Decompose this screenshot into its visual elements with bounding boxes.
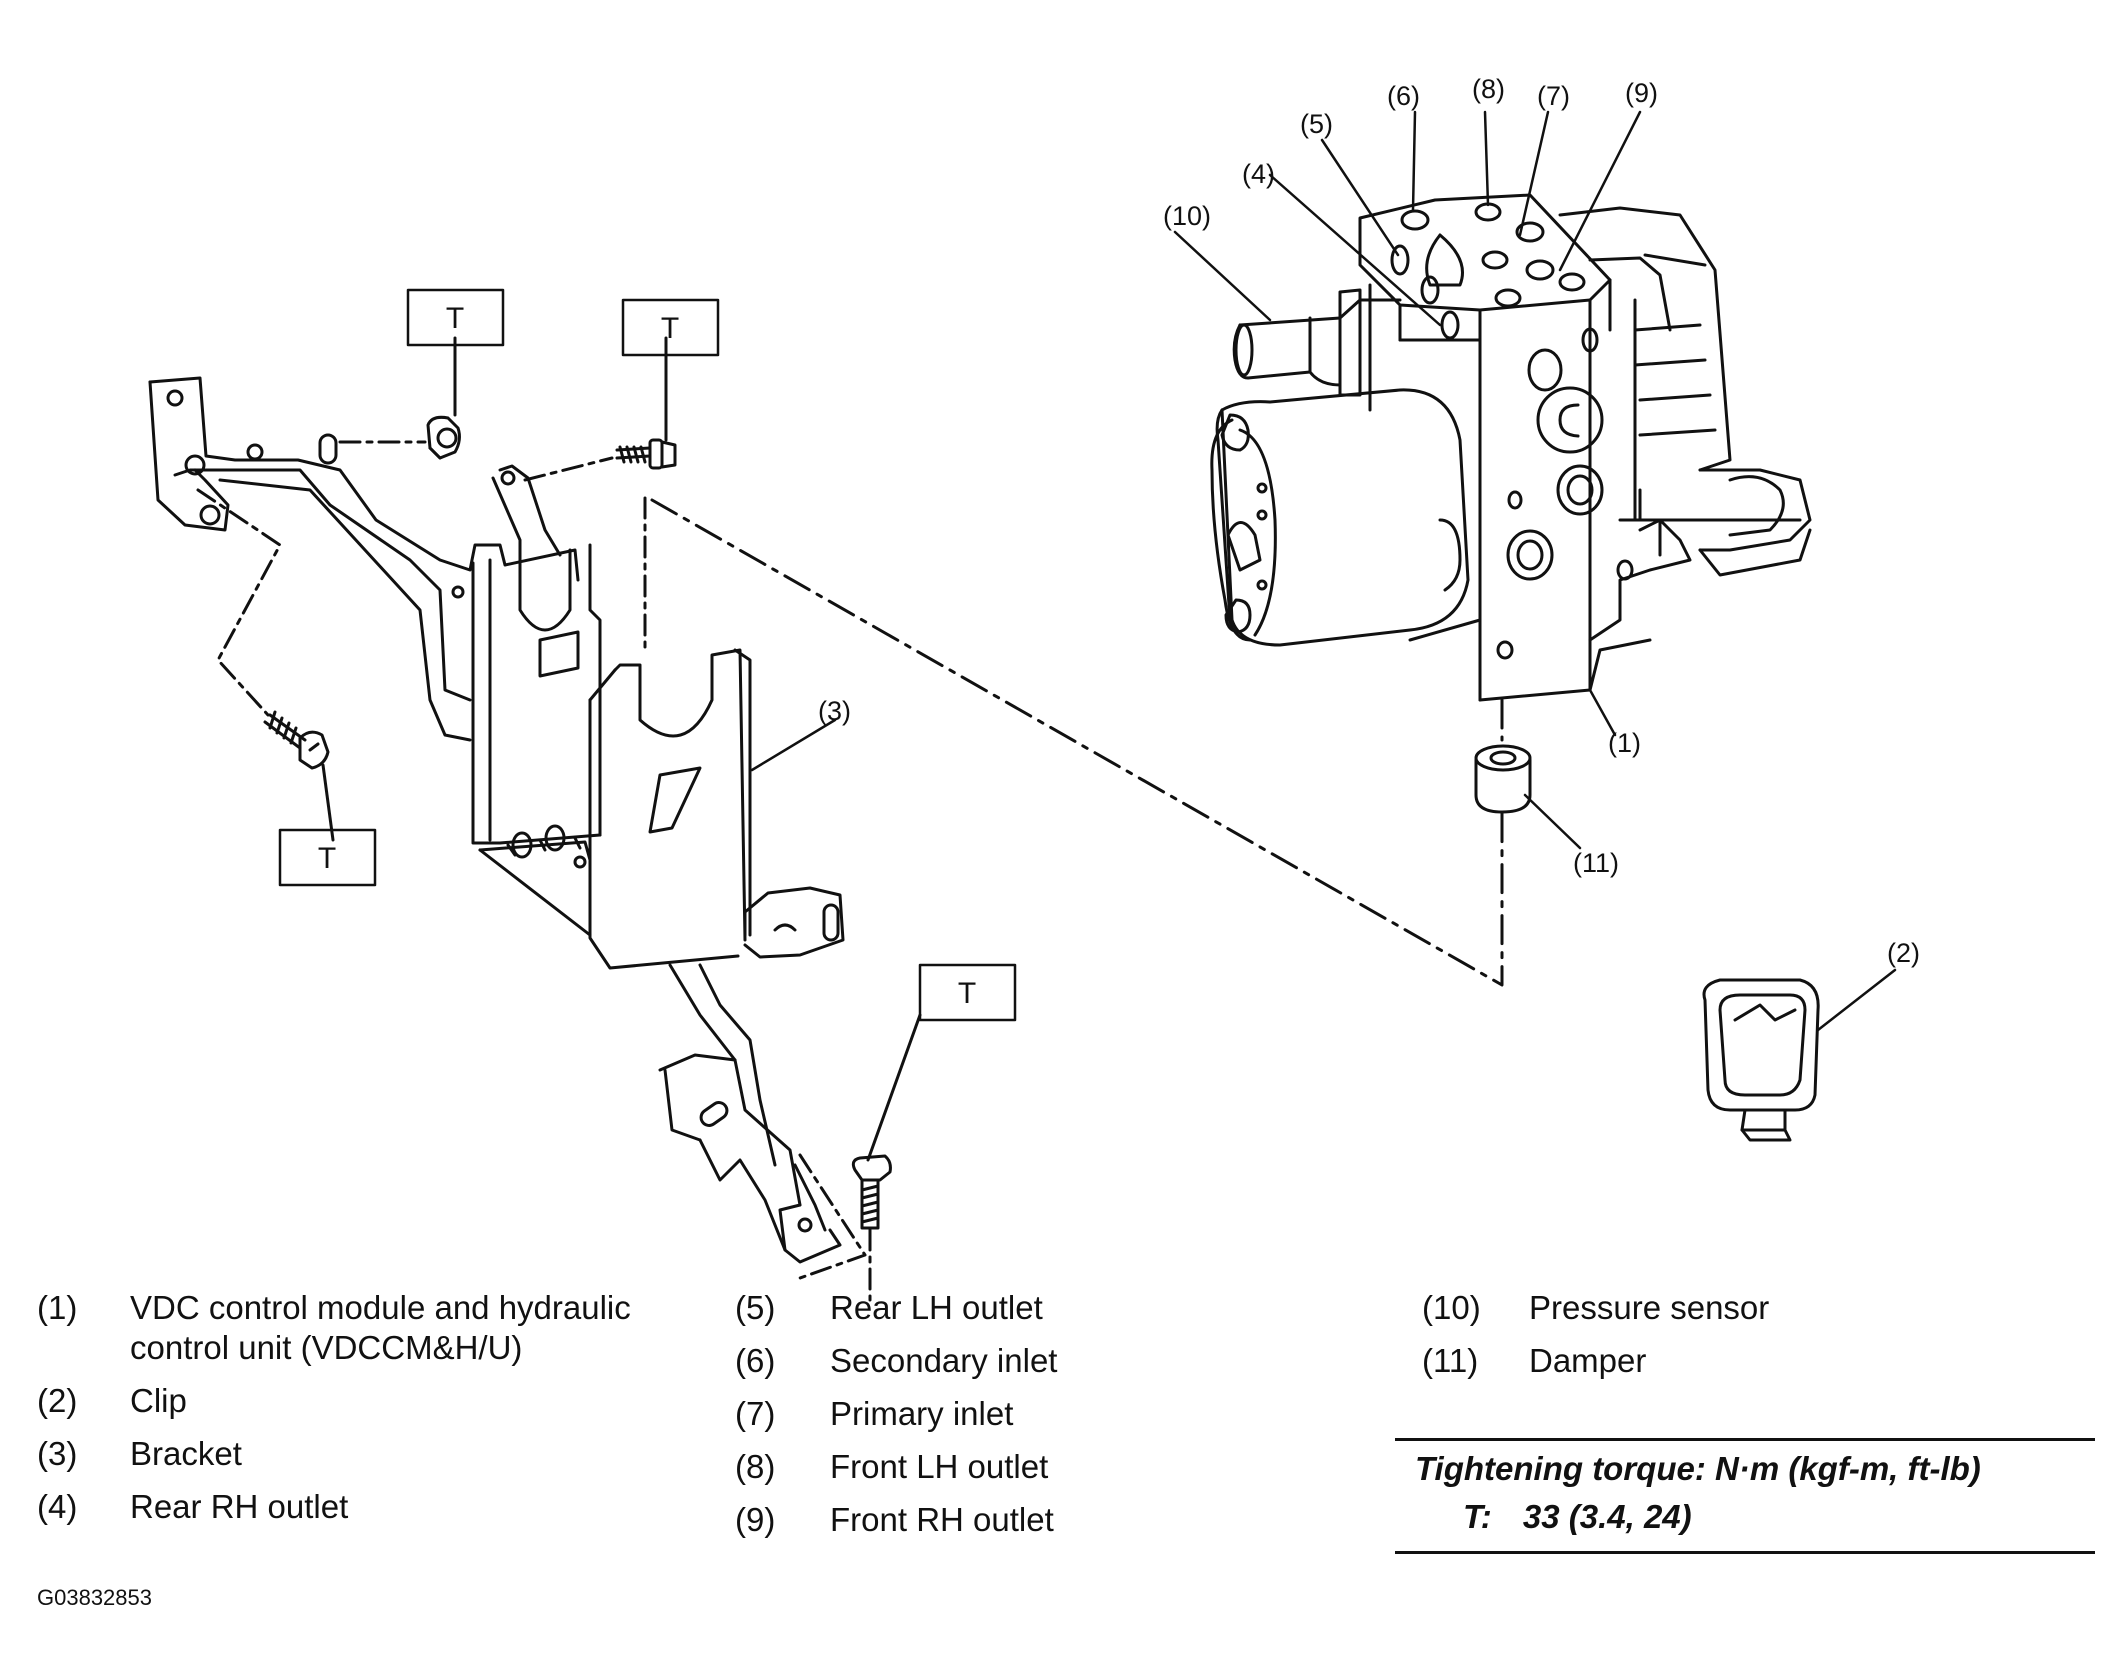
callout-5: (5) (1300, 109, 1333, 139)
nut-drawing (338, 336, 461, 460)
legend-text: Front LH outlet (830, 1448, 1049, 1485)
legend-text: Damper (1529, 1342, 1647, 1379)
callout-11: (11) (1573, 848, 1619, 878)
legend-number: (5) (735, 1289, 776, 1326)
torque-boxes (278, 288, 1017, 1022)
torque-rule-bottom (1395, 1551, 2095, 1554)
callout-8: (8) (1472, 74, 1505, 104)
legend-text: VDC control module and hydraulic control… (130, 1289, 631, 1366)
legend-item: (6) Secondary inlet (735, 1341, 1295, 1381)
legend-text: Front RH outlet (830, 1501, 1054, 1538)
torque-box-label: T (318, 842, 336, 875)
legend-column-3: (10) Pressure sensor (11) Damper (1422, 1288, 2022, 1394)
legend-item: (7) Primary inlet (735, 1394, 1295, 1434)
figure-id: G03832853 (37, 1585, 152, 1610)
legend-text: Rear RH outlet (130, 1488, 349, 1525)
legend-text: Bracket (130, 1435, 242, 1472)
mounting-centerline (650, 498, 1504, 987)
torque-spec: Tightening torque: N·m (kgf-m, ft-lb) T:… (1395, 1438, 2095, 1554)
legend-text: Pressure sensor (1529, 1289, 1770, 1326)
legend-item: (2) Clip (37, 1381, 697, 1421)
legend-item: (1) VDC control module and hydraulic con… (37, 1288, 697, 1368)
torque-rule-top (1395, 1438, 2095, 1441)
legend-number: (3) (37, 1435, 78, 1472)
callout-leaders (750, 110, 1897, 1032)
legend-item: (8) Front LH outlet (735, 1447, 1295, 1487)
torque-value: 33 (3.4, 24) (1522, 1498, 1692, 1535)
hydraulic-unit-drawing (1210, 193, 1812, 702)
legend-text: Clip (130, 1382, 187, 1419)
legend-number: (11) (1422, 1342, 1479, 1379)
torque-box-label: T (661, 312, 679, 345)
torque-box-label: T (958, 977, 976, 1010)
callout-9: (9) (1625, 78, 1658, 108)
callout-3: (3) (818, 696, 851, 726)
legend-number: (6) (735, 1342, 776, 1379)
torque-box-label: T (446, 302, 464, 335)
callout-10: (10) (1163, 201, 1211, 231)
torque-value-label: T: (1463, 1498, 1492, 1535)
legend-number: (1) (37, 1289, 78, 1326)
torque-value-line: T: 33 (3.4, 24) (1395, 1493, 2095, 1541)
torque-heading: Tightening torque: N·m (kgf-m, ft-lb) (1415, 1450, 1981, 1487)
legend-item: (3) Bracket (37, 1434, 697, 1474)
legend-column-2: (5) Rear LH outlet (6) Secondary inlet (… (735, 1288, 1295, 1553)
legend-number: (4) (37, 1488, 78, 1525)
callout-1: (1) (1608, 728, 1641, 758)
callout-7: (7) (1537, 81, 1570, 111)
legend-number: (8) (735, 1448, 776, 1485)
legend-number: (2) (37, 1382, 78, 1419)
legend-text: Secondary inlet (830, 1342, 1058, 1379)
callout-6: (6) (1387, 81, 1420, 111)
legend-item: (5) Rear LH outlet (735, 1288, 1295, 1328)
legend-column-1: (1) VDC control module and hydraulic con… (37, 1288, 697, 1540)
legend-number: (7) (735, 1395, 776, 1432)
bolt-top-drawing (523, 336, 677, 652)
bracket-drawing (148, 376, 845, 1264)
bolt-bottom-drawing (798, 1013, 922, 1302)
clip-drawing (1702, 978, 1820, 1142)
legend-item: (9) Front RH outlet (735, 1500, 1295, 1540)
legend-number: (10) (1422, 1289, 1481, 1326)
damper-drawing (1474, 744, 1532, 814)
legend-text: Primary inlet (830, 1395, 1014, 1432)
legend-text: Rear LH outlet (830, 1289, 1043, 1326)
legend-item: (11) Damper (1422, 1341, 2022, 1381)
legend-item: (4) Rear RH outlet (37, 1487, 697, 1527)
bolt-left-drawing (196, 488, 335, 842)
callout-4: (4) (1242, 159, 1275, 189)
callout-2: (2) (1887, 938, 1920, 968)
legend-item: (10) Pressure sensor (1422, 1288, 2022, 1328)
legend-number: (9) (735, 1501, 776, 1538)
